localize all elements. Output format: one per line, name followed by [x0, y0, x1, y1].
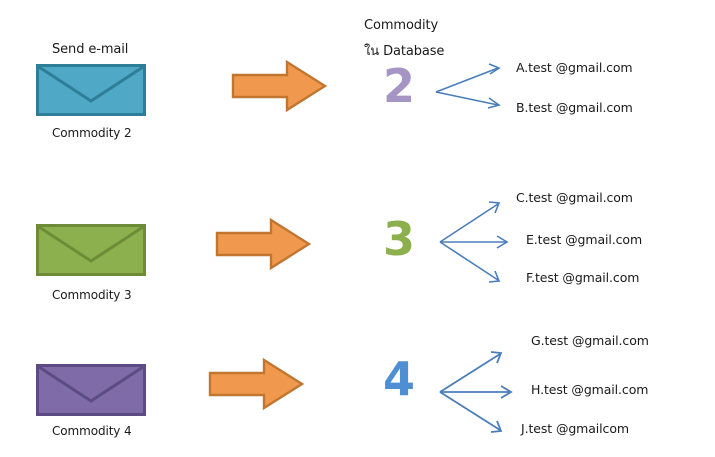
fan-arrows-row-1	[432, 58, 512, 118]
email-item-g: G.test @gmail.com	[531, 333, 649, 348]
fan-arrows-row-2	[436, 196, 516, 288]
email-item-c: C.test @gmail.com	[516, 190, 633, 205]
email-item-h: H.test @gmail.com	[531, 382, 649, 397]
count-number-commodity-2: 2	[383, 59, 416, 113]
envelope-icon-commodity-4[interactable]	[36, 364, 146, 416]
block-arrow-icon-row-1	[231, 60, 327, 112]
block-arrow-icon-row-3	[208, 358, 304, 410]
email-item-b: B.test @gmail.com	[516, 100, 633, 115]
email-item-e: E.test @gmail.com	[526, 232, 643, 247]
block-arrow-icon-row-2	[215, 218, 311, 270]
envelope-label-commodity-2: Commodity 2	[52, 126, 132, 140]
envelope-label-commodity-4: Commodity 4	[52, 424, 132, 438]
count-number-commodity-4: 4	[383, 352, 416, 406]
count-number-commodity-3: 3	[383, 212, 416, 266]
commodity-heading: Commodity	[364, 18, 439, 33]
email-item-a: A.test @gmail.com	[516, 60, 633, 75]
email-item-f: F.test @gmail.com	[526, 270, 640, 285]
envelope-label-commodity-3: Commodity 3	[52, 288, 132, 302]
email-item-j: J.test @gmailcom	[521, 421, 629, 436]
database-heading: ใน Database	[364, 44, 445, 59]
fan-arrows-row-3	[436, 346, 516, 438]
envelope-icon-commodity-3[interactable]	[36, 224, 146, 276]
send-email-heading: Send e-mail	[52, 42, 129, 57]
envelope-icon-commodity-2[interactable]	[36, 64, 146, 116]
